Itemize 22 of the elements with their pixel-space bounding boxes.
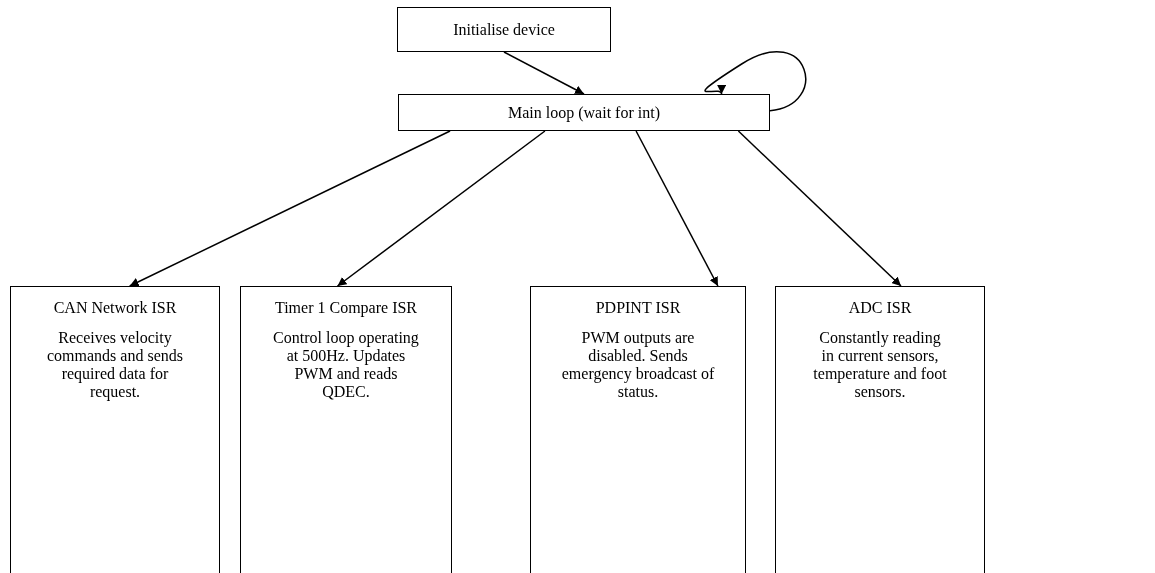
arrow xyxy=(336,130,546,287)
arrow xyxy=(128,130,451,287)
box-heading: CAN Network ISR xyxy=(52,299,178,317)
box-heading: Initialise device xyxy=(452,20,556,39)
arrow xyxy=(704,51,807,112)
arrow xyxy=(737,130,902,287)
box-heading: ADC ISR xyxy=(847,299,913,317)
box-heading: Timer 1 Compare ISR xyxy=(273,299,419,317)
arrow xyxy=(635,130,719,287)
process-box xyxy=(398,94,770,131)
box-heading: PDPINT ISR xyxy=(594,299,682,317)
box-description: Constantly reading in current sensors, temperature and foot sensors. xyxy=(812,329,948,401)
box-description: Receives velocity commands and sends required data for request. xyxy=(46,329,184,401)
process-box xyxy=(240,286,452,573)
arrow xyxy=(503,51,585,95)
process-box xyxy=(397,7,611,52)
box-heading: Main loop (wait for int) xyxy=(507,103,661,122)
process-box xyxy=(530,286,746,573)
box-description: Control loop operating at 500Hz. Updates PWM and reads QDEC. xyxy=(272,329,420,401)
process-box xyxy=(10,286,220,573)
box-description: PWM outputs are disabled. Sends emergency broadcast of status. xyxy=(560,329,716,401)
process-box xyxy=(775,286,985,573)
